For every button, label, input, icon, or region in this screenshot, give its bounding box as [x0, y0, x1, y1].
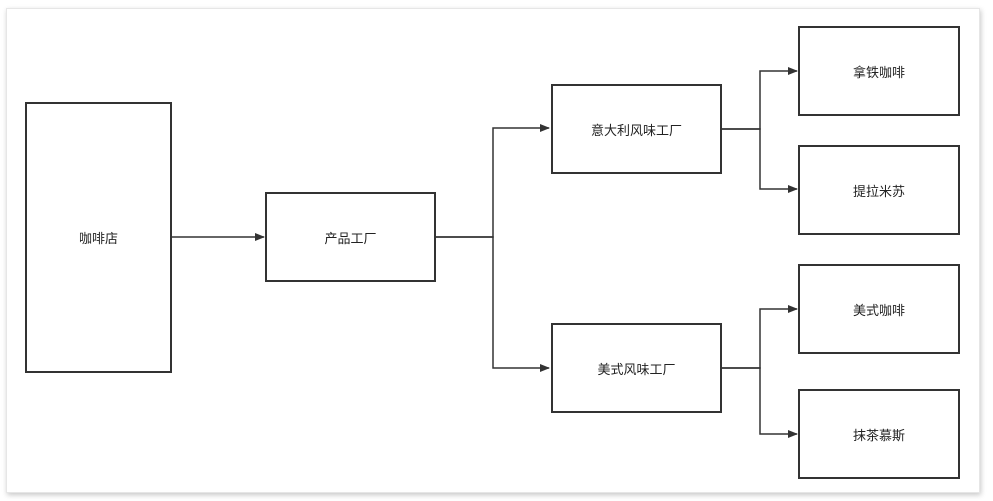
edge-american-to-mousse: [721, 367, 798, 438]
edge-italian-to-tiramisu: [721, 128, 798, 193]
edge-american-to-americano: [721, 305, 798, 369]
node-coffee-shop[interactable]: 咖啡店: [25, 102, 172, 373]
node-label: 产品工厂: [324, 231, 377, 247]
node-label: 美式咖啡: [852, 303, 905, 319]
node-label: 意大利风味工厂: [590, 123, 682, 139]
edge-italian-to-latte: [721, 67, 798, 130]
node-label: 咖啡店: [78, 232, 118, 247]
node-label: 拿铁咖啡: [852, 65, 905, 81]
node-label: 提拉米苏: [852, 184, 905, 200]
node-italian-factory[interactable]: 意大利风味工厂: [551, 84, 722, 174]
node-latte[interactable]: 拿铁咖啡: [798, 26, 960, 116]
edge-factory-to-american: [435, 236, 550, 372]
node-label: 抹茶慕斯: [852, 428, 905, 444]
edge-factory-to-italian: [435, 124, 550, 238]
node-american-factory[interactable]: 美式风味工厂: [551, 323, 722, 413]
node-americano[interactable]: 美式咖啡: [798, 264, 960, 354]
node-tiramisu[interactable]: 提拉米苏: [798, 145, 960, 235]
node-product-factory[interactable]: 产品工厂: [265, 192, 436, 282]
node-matcha-mousse[interactable]: 抹茶慕斯: [798, 389, 960, 479]
node-label: 美式风味工厂: [597, 362, 676, 378]
